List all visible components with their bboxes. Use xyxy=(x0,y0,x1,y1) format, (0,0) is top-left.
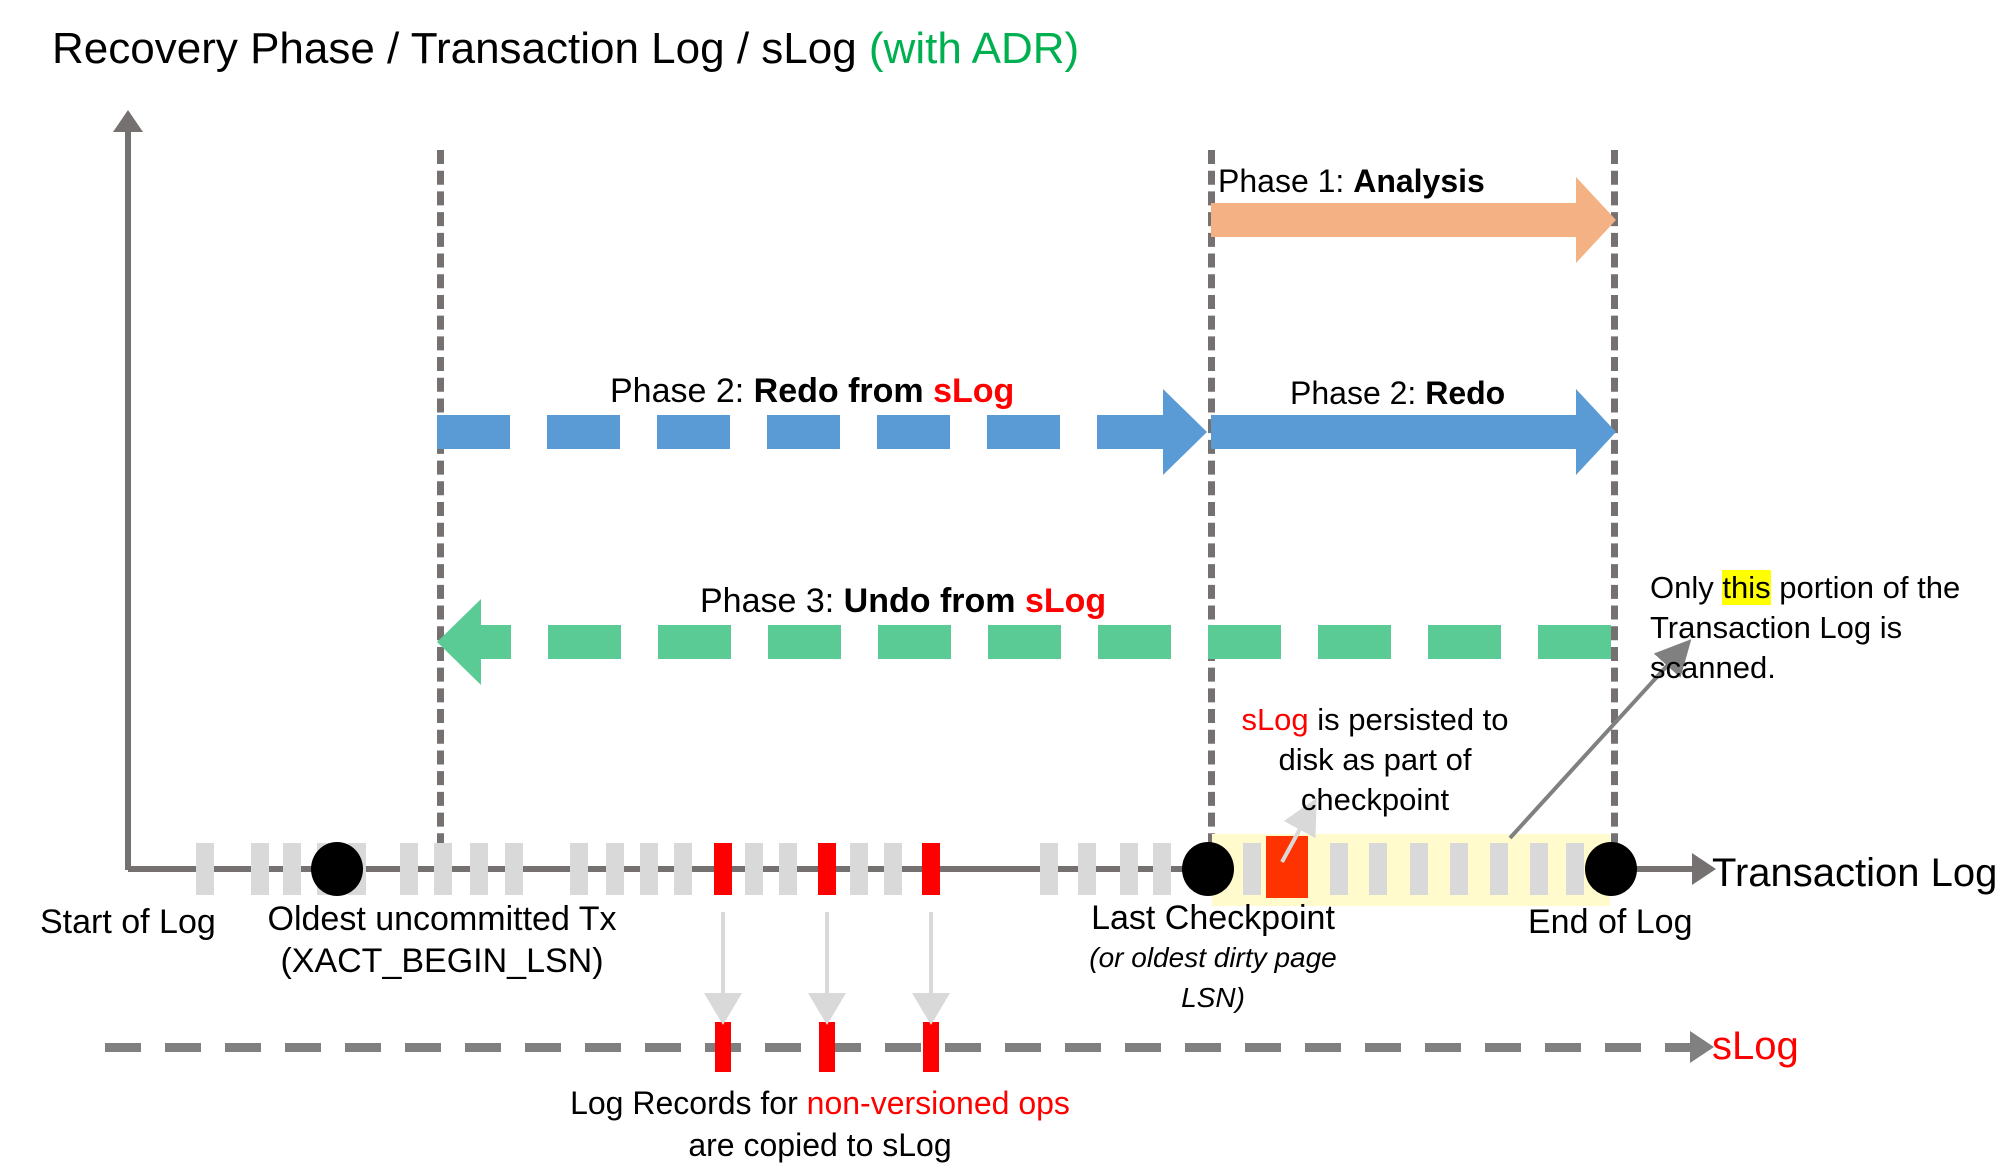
phase1-analysis-arrowhead-icon xyxy=(1576,177,1616,263)
slog-record-tick xyxy=(923,1022,939,1072)
phase1-analysis-arrow-body xyxy=(1211,203,1579,237)
log-record-tick xyxy=(251,843,269,895)
label-last-checkpoint: Last Checkpoint (or oldest dirty page LS… xyxy=(1088,898,1338,1018)
caption-copy-accent: non-versioned ops xyxy=(806,1085,1070,1121)
log-record-tick xyxy=(1450,843,1468,895)
log-record-tick-nonversioned xyxy=(922,843,940,895)
label-end-of-log: End of Log xyxy=(1528,903,1693,941)
log-record-tick xyxy=(434,843,452,895)
phase2-redo-arrow-body xyxy=(1211,415,1579,449)
note-checkpoint-persist: sLog is persisted to disk as part of che… xyxy=(1225,700,1525,820)
copy-arrow-shaft xyxy=(825,912,829,996)
note-checkpoint-rest: is persisted to disk as part of checkpoi… xyxy=(1278,702,1509,817)
page-title: Recovery Phase / Transaction Log / sLog … xyxy=(52,22,1079,76)
log-record-tick xyxy=(606,843,624,895)
note-checkpoint-accent: sLog xyxy=(1241,702,1309,737)
label-oldest-tx-main: Oldest uncommitted Tx xyxy=(267,900,617,938)
phase2b-name: Redo xyxy=(1425,375,1506,411)
transaction-log-axis-arrowhead-icon xyxy=(1692,853,1716,885)
label-last-checkpoint-main: Last Checkpoint xyxy=(1091,899,1335,937)
phase3-name: Undo from xyxy=(843,582,1025,620)
phase1-prefix: Phase 1: xyxy=(1218,163,1354,199)
log-record-tick xyxy=(850,843,868,895)
log-record-tick xyxy=(1490,843,1508,895)
phase3-undo-from-slog-arrow-body xyxy=(481,625,1611,659)
log-record-tick xyxy=(1369,843,1387,895)
note-scan-post: portion of the Transaction Log is scanne… xyxy=(1650,570,1961,685)
axis-label-transaction-log: Transaction Log xyxy=(1712,851,1998,895)
phase2a-prefix: Phase 2: xyxy=(610,372,754,410)
log-record-tick xyxy=(570,843,588,895)
log-record-tick xyxy=(1566,843,1584,895)
log-record-tick xyxy=(470,843,488,895)
marker-dot-end-of-log xyxy=(1585,842,1637,896)
guide-line-last-checkpoint xyxy=(1208,150,1215,868)
page-title-adr-suffix: (with ADR) xyxy=(868,24,1080,73)
phase2-redo-from-slog-arrowhead-icon xyxy=(1163,389,1207,475)
note-scanned-portion: Only this portion of the Transaction Log… xyxy=(1650,568,1995,688)
log-record-tick-nonversioned xyxy=(818,843,836,895)
vertical-axis-arrowhead-icon xyxy=(113,110,143,132)
log-record-tick xyxy=(1078,843,1096,895)
log-record-tick xyxy=(1410,843,1428,895)
log-record-tick xyxy=(1530,843,1548,895)
axis-label-slog: sLog xyxy=(1712,1024,1799,1068)
copy-arrow-head-icon xyxy=(704,993,742,1025)
phase1-name: Analysis xyxy=(1353,163,1485,199)
label-oldest-uncommitted-tx: Oldest uncommitted Tx (XACT_BEGIN_LSN) xyxy=(262,898,622,982)
phase3-undo-from-slog-arrowhead-icon xyxy=(437,599,481,685)
copy-arrow-shaft xyxy=(929,912,933,996)
log-record-slog-checkpoint-block xyxy=(1266,836,1308,898)
log-record-tick xyxy=(196,843,214,895)
marker-dot-last-checkpoint xyxy=(1182,842,1234,896)
log-record-tick xyxy=(1243,843,1261,895)
log-record-tick xyxy=(505,843,523,895)
caption-copy-pre: Log Records for xyxy=(570,1085,807,1121)
phase2-redo-from-slog-arrow-body xyxy=(437,415,1170,449)
phase1-analysis-label: Phase 1: Analysis xyxy=(1218,163,1485,200)
log-record-tick xyxy=(745,843,763,895)
caption-copy-post: are copied to sLog xyxy=(688,1127,952,1163)
phase3-name-accent: sLog xyxy=(1024,582,1107,620)
log-record-tick xyxy=(283,843,301,895)
copy-arrow-shaft xyxy=(721,912,725,996)
caption-copied-to-slog: Log Records for non-versioned ops are co… xyxy=(560,1082,1080,1166)
copy-arrow-head-icon xyxy=(912,993,950,1025)
log-record-tick xyxy=(674,843,692,895)
phase2a-name-accent: sLog xyxy=(933,372,1015,410)
slog-record-tick xyxy=(715,1022,731,1072)
log-record-tick-nonversioned xyxy=(714,843,732,895)
slog-axis-arrowhead-icon xyxy=(1690,1031,1714,1063)
guide-line-oldest-tx xyxy=(437,150,444,868)
log-record-tick xyxy=(1040,843,1058,895)
vertical-axis-line xyxy=(125,122,131,870)
log-record-tick xyxy=(1153,843,1171,895)
log-record-tick xyxy=(1330,843,1348,895)
label-oldest-tx-sub: (XACT_BEGIN_LSN) xyxy=(280,942,604,980)
phase2-redo-arrowhead-icon xyxy=(1576,389,1616,475)
log-record-tick xyxy=(400,843,418,895)
phase2b-prefix: Phase 2: xyxy=(1290,375,1426,411)
log-record-tick xyxy=(640,843,658,895)
phase2-redo-from-slog-label: Phase 2: Redo from sLog xyxy=(610,372,1014,411)
phase3-prefix: Phase 3: xyxy=(700,582,844,620)
transaction-log-axis-line xyxy=(128,866,1698,872)
label-start-of-log: Start of Log xyxy=(40,903,216,941)
phase3-undo-from-slog-label: Phase 3: Undo from sLog xyxy=(700,582,1106,621)
phase2-redo-label: Phase 2: Redo xyxy=(1290,375,1505,412)
page-title-main: Recovery Phase / Transaction Log / sLog xyxy=(52,24,869,73)
log-record-tick xyxy=(884,843,902,895)
log-record-tick xyxy=(1120,843,1138,895)
phase2a-name: Redo from xyxy=(753,372,934,410)
slog-axis-line xyxy=(105,1043,1695,1052)
marker-dot-oldest-tx xyxy=(311,842,363,896)
note-scan-pre: Only xyxy=(1650,570,1723,605)
copy-arrow-head-icon xyxy=(808,993,846,1025)
label-last-checkpoint-sub: (or oldest dirty page LSN) xyxy=(1089,942,1337,1013)
log-record-tick xyxy=(779,843,797,895)
note-scan-highlight-word: this xyxy=(1722,570,1771,605)
guide-line-end-of-log xyxy=(1611,150,1618,868)
slog-record-tick xyxy=(819,1022,835,1072)
